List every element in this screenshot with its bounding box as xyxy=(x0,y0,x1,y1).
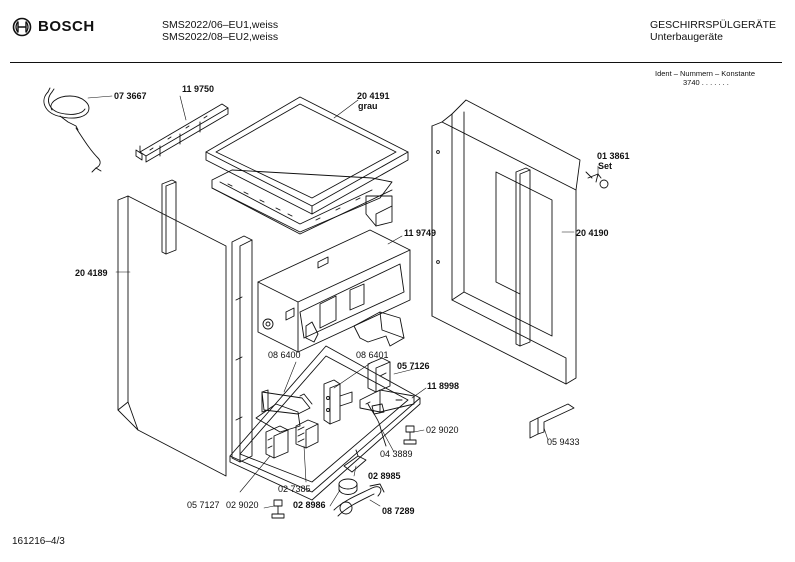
model-line-2: SMS2022/08–EU2,weiss xyxy=(162,31,279,43)
ident-label: Ident – Nummern – Konstante xyxy=(655,69,756,78)
left-side-panel-drawing xyxy=(117,195,227,477)
bracket-086400-drawing xyxy=(261,391,313,415)
part-013861: 01 3861 xyxy=(597,151,630,161)
power-cord-drawing xyxy=(43,87,102,173)
part-118998: 11 8998 xyxy=(427,381,460,391)
foot-screw-b-drawing xyxy=(271,499,285,519)
header-rule xyxy=(10,62,782,63)
part-119750: 11 9750 xyxy=(182,84,215,94)
part-029020-b: 02 9020 xyxy=(226,500,259,510)
category-title: GESCHIRRSPÜLGERÄTE xyxy=(650,19,777,31)
rear-left-upright-drawing xyxy=(161,179,177,255)
bosch-logo-icon xyxy=(12,17,32,37)
worktop-frame-drawing xyxy=(211,169,393,235)
part-204189: 20 4189 xyxy=(75,268,108,278)
worktop-drawing xyxy=(205,96,409,215)
drawing-number: 161216–4/3 xyxy=(12,536,65,547)
part-057127: 05 7127 xyxy=(187,500,220,510)
part-029020-a: 02 9020 xyxy=(426,425,459,435)
part-204191: 20 4191 xyxy=(357,91,390,101)
leader-lines xyxy=(87,95,599,509)
clip-028985-drawing xyxy=(343,449,367,473)
part-028985: 02 8985 xyxy=(368,471,401,481)
part-086400: 08 6400 xyxy=(268,350,301,360)
part-087289: 08 7289 xyxy=(382,506,415,516)
part-204190: 20 4190 xyxy=(576,228,609,238)
rear-right-upright-drawing xyxy=(515,167,531,347)
fastener-set-drawing xyxy=(585,171,609,189)
terminal-block-drawing xyxy=(295,419,319,449)
part-027385: 02 7385 xyxy=(278,484,311,494)
module-057127-drawing xyxy=(265,425,289,459)
cap-028986-drawing xyxy=(338,478,358,495)
front-left-upright-drawing xyxy=(231,235,253,463)
ident-value: 3740 . . . . . . . xyxy=(683,78,729,87)
front-rail-drawing xyxy=(135,103,229,163)
switch-057126-drawing xyxy=(367,357,391,393)
base-tray-drawing xyxy=(229,345,421,501)
control-panel-drawing xyxy=(257,229,411,353)
part-028986: 02 8986 xyxy=(293,500,326,510)
hose-clamp-087289-drawing xyxy=(333,483,385,517)
brand-name: BOSCH xyxy=(38,18,95,35)
part-059433: 05 9433 xyxy=(547,437,580,447)
valve-086401-drawing xyxy=(323,379,353,425)
bracket-059433-drawing xyxy=(529,403,575,439)
part-057126: 05 7126 xyxy=(397,361,430,371)
holder-118998-drawing xyxy=(359,389,415,413)
subcategory-title: Unterbaugeräte xyxy=(650,31,723,43)
foot-screw-a-drawing xyxy=(403,425,417,445)
model-line-1: SMS2022/06–EU1,weiss xyxy=(162,19,279,31)
part-013861-set: Set xyxy=(598,161,613,171)
part-073667: 07 3667 xyxy=(114,91,147,101)
part-043889: 04 3889 xyxy=(380,449,413,459)
part-204191-color: grau xyxy=(358,101,378,111)
duct-part-drawing xyxy=(353,311,405,347)
part-086401: 08 6401 xyxy=(356,350,389,360)
part-119749: 11 9749 xyxy=(404,228,437,238)
pipe-043889-drawing xyxy=(367,403,387,447)
right-side-panel-drawing xyxy=(431,99,581,385)
